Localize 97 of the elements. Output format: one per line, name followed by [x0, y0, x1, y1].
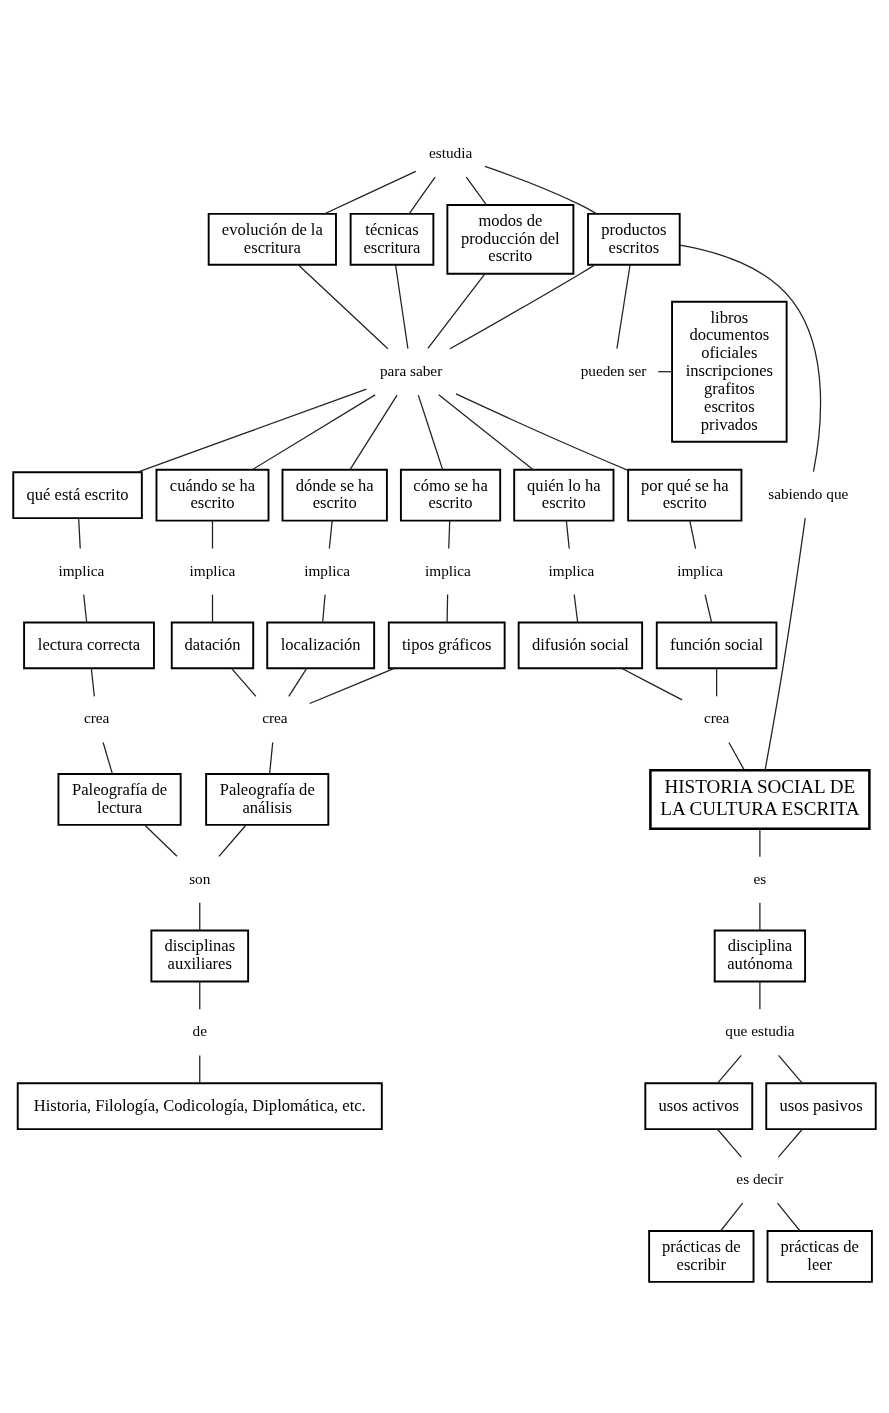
connector: [394, 264, 409, 350]
node-box: evolución de la escritura: [207, 212, 337, 266]
connector: [448, 520, 451, 550]
node-box: Historia, Filología, Codicología, Diplomática, etc.: [16, 1082, 383, 1131]
node-box: libros documentos oficiales inscripciones grafitos escritos privados: [671, 300, 788, 443]
node-text: crea: [83, 709, 110, 727]
connector: [83, 593, 88, 624]
connector: [269, 741, 274, 775]
node-box: disciplinas auxiliares: [150, 929, 250, 983]
connector: [759, 981, 761, 1010]
node-box: prácticas de leer: [766, 1230, 873, 1283]
connector: [573, 593, 579, 624]
connector: [288, 667, 308, 697]
connector: [777, 1054, 804, 1084]
connector: [323, 170, 417, 215]
node-box: HISTORIA SOCIAL DE LA CULTURA ESCRITA: [649, 768, 871, 830]
connector: [211, 593, 214, 624]
connector: [137, 388, 368, 473]
connector: [449, 264, 596, 350]
connector: [621, 667, 683, 701]
connector: [102, 741, 113, 775]
node-text: pueden ser: [580, 361, 647, 379]
connector: [616, 264, 631, 350]
connector: [689, 520, 697, 550]
node-box: productos escritos: [587, 212, 681, 266]
connector: [251, 394, 376, 471]
node-text: es decir: [736, 1170, 784, 1188]
node-box: cuándo se ha escrito: [155, 468, 270, 522]
node-box: función social: [655, 621, 778, 670]
connector: [484, 165, 598, 215]
node-box: por qué se ha escrito: [627, 468, 743, 522]
node-box: Paleografía de análisis: [205, 773, 330, 826]
node-box: prácticas de escribir: [648, 1230, 755, 1283]
connector: [144, 824, 178, 857]
node-box: tipos gráficos: [387, 621, 506, 670]
node-box: dónde se ha escrito: [281, 468, 388, 522]
node-text: de: [192, 1022, 207, 1040]
node-text: implica: [58, 561, 105, 579]
node-box: qué está escrito: [12, 471, 143, 520]
node-box: localización: [266, 621, 376, 670]
connector: [417, 394, 444, 470]
node-text: crea: [262, 709, 288, 727]
connector: [565, 520, 570, 550]
connector: [427, 273, 486, 350]
node-text: para saber: [379, 361, 443, 379]
connector: [297, 264, 389, 350]
connector: [455, 393, 629, 471]
connector: [679, 244, 822, 473]
connector: [465, 176, 487, 206]
node-text: crea: [703, 709, 730, 727]
node-box: modos de producción del escrito: [446, 203, 575, 275]
connector: [349, 394, 398, 470]
node-box: disciplina autónoma: [713, 929, 807, 983]
connector: [777, 1128, 803, 1158]
node-text: implica: [304, 561, 350, 579]
connector: [199, 902, 201, 931]
node-text: son: [189, 869, 211, 887]
connector: [704, 593, 713, 624]
connector: [720, 1202, 744, 1232]
node-box: difusión social: [517, 621, 644, 670]
node-box: técnicas escritura: [349, 212, 435, 266]
connector: [764, 517, 806, 771]
node-box: usos activos: [644, 1082, 754, 1131]
node-text: estudia: [428, 143, 473, 161]
connector: [199, 981, 201, 1010]
connector: [90, 667, 95, 697]
connector: [328, 520, 333, 550]
connector: [211, 520, 214, 550]
connector: [199, 1054, 201, 1084]
connector: [408, 176, 436, 215]
node-box: lectura correcta: [23, 621, 155, 670]
connector: [716, 1054, 742, 1084]
node-text: implica: [677, 561, 723, 579]
node-box: Paleografía de lectura: [57, 773, 182, 826]
node-text: implica: [425, 561, 471, 579]
connector: [716, 1128, 742, 1158]
connector: [728, 741, 745, 771]
connector: [776, 1202, 801, 1232]
connector: [759, 902, 761, 931]
node-text: es: [753, 869, 767, 887]
node-text: implica: [189, 561, 236, 579]
connector: [759, 828, 761, 858]
connector: [322, 593, 326, 624]
connector: [715, 667, 718, 697]
connector: [438, 394, 534, 471]
node-box: datación: [170, 621, 255, 670]
node-box: quién lo ha escrito: [513, 468, 615, 522]
node-text: implica: [548, 561, 595, 579]
node-box: cómo se ha escrito: [399, 468, 502, 522]
connector: [78, 517, 81, 550]
node-box: usos pasivos: [765, 1082, 877, 1131]
connector: [230, 667, 257, 697]
node-text: que estudia: [725, 1022, 795, 1040]
node-text: sabiendo que: [768, 485, 849, 503]
connector: [218, 824, 247, 857]
connector: [309, 667, 395, 705]
connector: [446, 593, 449, 624]
